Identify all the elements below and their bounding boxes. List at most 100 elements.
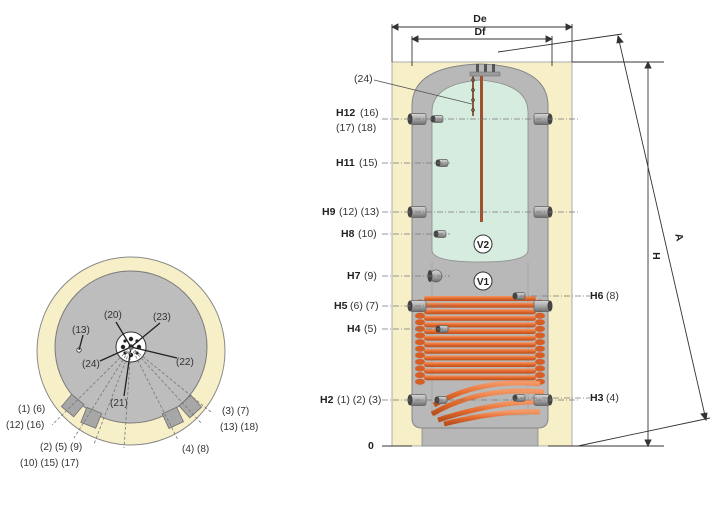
top-label-group4-a: (3) (7): [222, 406, 249, 417]
top-label-group1-a: (1) (6): [18, 404, 45, 415]
connection-stubs: [407, 113, 553, 406]
height-dimensions: [497, 33, 711, 448]
coil-bend: [535, 365, 545, 372]
sensor-icon: [471, 98, 475, 102]
label-h6-codes: (8): [606, 290, 619, 302]
label-h4-codes: (5): [364, 323, 377, 335]
top-label-13: (13): [72, 325, 90, 336]
top-view-stubs: [60, 393, 203, 429]
stub-icon: [80, 406, 103, 429]
coil-bend: [415, 332, 425, 339]
sensor-24-leader: [373, 79, 473, 105]
sensor-tube-icon: [472, 76, 474, 116]
coil-bend: [535, 345, 545, 352]
dimension-a: A: [672, 232, 685, 242]
top-fitting-icon: [484, 64, 487, 74]
coil-turn: [424, 329, 536, 334]
top-view: (13) (20) (23) (24) (22) (21) (1) (6) (1…: [6, 256, 258, 469]
dimension-h: H: [651, 252, 663, 260]
coil-turn: [424, 348, 536, 354]
coil-bend: [535, 312, 545, 319]
coil-bend: [415, 312, 425, 319]
heat-exchanger-coil: [415, 296, 545, 385]
label-h9: H9: [322, 206, 336, 218]
label-h11: H11: [336, 157, 355, 169]
height-reference-lines: [382, 118, 590, 401]
coil-turn: [424, 302, 536, 308]
zero-label: 0: [368, 440, 374, 452]
coil-bend: [535, 358, 545, 365]
coil-bend: [415, 345, 425, 352]
volume-marker-v1: V1: [473, 271, 493, 291]
coil-bend: [415, 339, 425, 346]
top-label-20: (20): [104, 310, 122, 321]
coil-turn: [424, 368, 536, 374]
coil-bend: [535, 325, 545, 332]
label-h8-codes: (10): [358, 228, 377, 240]
coil-turn: [424, 322, 536, 328]
top-label-group2-a: (2) (5) (9): [40, 442, 82, 453]
label-h2: H2: [320, 394, 334, 406]
coil-turn: [424, 296, 536, 301]
top-flange-icon: [469, 71, 501, 77]
top-fitting-icon: [476, 64, 479, 74]
label-h11-codes: (15): [359, 157, 378, 169]
side-view: V2 V1: [320, 13, 711, 452]
coil-bend: [415, 372, 425, 379]
anode-rod-icon: [480, 76, 483, 222]
label-h4: H4: [347, 323, 361, 335]
stub-icon: [178, 394, 203, 419]
top-label-21: (21): [110, 398, 128, 409]
sensor-icon: [471, 88, 475, 92]
coil-bend: [415, 358, 425, 365]
label-h6: H6: [590, 290, 604, 302]
top-view-dashed-radials: [51, 346, 212, 449]
dimension-de: De: [473, 13, 487, 25]
label-h7-codes: (9): [364, 270, 377, 282]
coil-bend: [415, 319, 425, 326]
coil-bend: [535, 339, 545, 346]
sensor-icon: [471, 78, 475, 82]
coil-turn: [424, 335, 536, 341]
stub-icon: [161, 406, 185, 429]
label-h3-codes: (4): [606, 392, 619, 404]
label-h9-codes: (12) (13): [339, 206, 379, 218]
connection-stub-icon: [533, 300, 553, 312]
label-h5: H5: [334, 300, 348, 312]
label-h5-codes: (6) (7): [350, 300, 379, 312]
coil-turn: [424, 342, 536, 348]
volume-label-v2: V2: [477, 240, 490, 251]
coil-turn: [424, 315, 536, 321]
coil-turn: [424, 355, 536, 361]
top-fitting-icon: [492, 64, 495, 74]
label-h12: H12: [336, 107, 355, 119]
volume-marker-v2: V2: [473, 234, 493, 254]
top-label-group3: (4) (8): [182, 444, 209, 455]
label-h7: H7: [347, 270, 361, 282]
top-label-group1-b: (12) (16): [6, 420, 44, 431]
connection-stub-icon: [512, 292, 526, 300]
coil-turn: [424, 309, 536, 315]
volume-label-v1: V1: [477, 277, 490, 288]
stub-icon: [60, 393, 85, 418]
tank-base: [421, 427, 539, 447]
sensor-icon: [471, 108, 475, 112]
label-h2-codes: (1) (2) (3): [337, 394, 381, 406]
top-label-23: (23): [153, 312, 171, 323]
coil-bend: [535, 372, 545, 379]
label-h8: H8: [341, 228, 355, 240]
dimension-df: Df: [474, 26, 486, 38]
label-h3: H3: [590, 392, 604, 404]
width-dimensions: [390, 23, 574, 66]
coil-bend: [415, 352, 425, 359]
coil-bend: [415, 378, 425, 385]
coil-bend: [415, 365, 425, 372]
label-24: (24): [354, 73, 373, 85]
top-label-24: (24): [82, 359, 100, 370]
top-view-leaders: [78, 321, 178, 397]
coil-bend: [535, 352, 545, 359]
coil-turn: [424, 362, 536, 367]
label-h12-codes: (16): [360, 107, 379, 119]
coil-turn: [424, 375, 536, 381]
